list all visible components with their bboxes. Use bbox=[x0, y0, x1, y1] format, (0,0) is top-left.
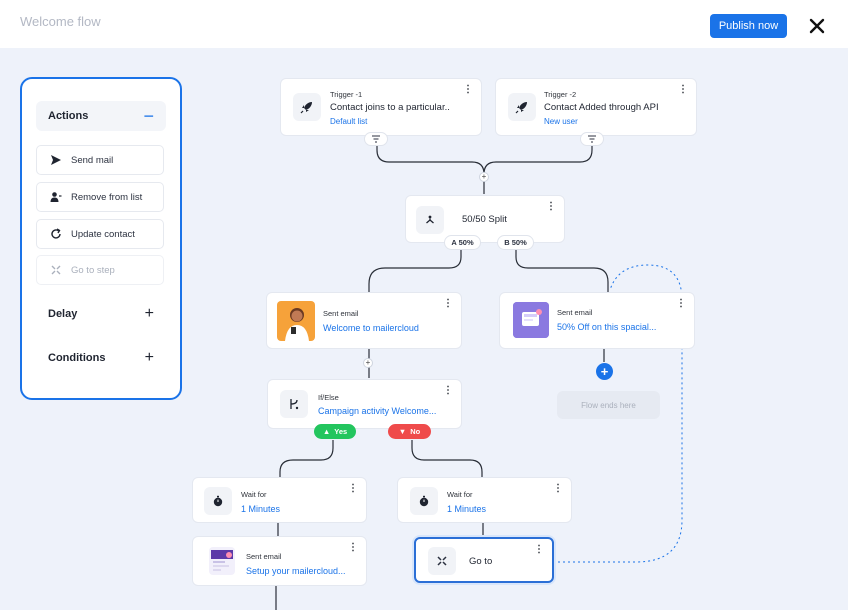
goto-icon bbox=[49, 263, 63, 277]
update-contact-label: Update contact bbox=[71, 228, 135, 240]
email-thumbnail bbox=[277, 301, 315, 341]
email-b-kicker: Sent email bbox=[557, 308, 593, 317]
no-branch-badge[interactable]: ▼ No bbox=[388, 424, 431, 439]
branch-icon bbox=[280, 390, 308, 418]
delay-section-label: Delay bbox=[48, 308, 78, 320]
split-icon bbox=[416, 206, 444, 234]
collapse-icon[interactable]: − bbox=[143, 106, 154, 126]
yes-branch-badge[interactable]: ▲ Yes bbox=[314, 424, 356, 439]
trigger-1-title: Contact joins to a particular.. bbox=[330, 102, 450, 113]
timer-icon bbox=[204, 487, 232, 515]
trigger-2-card[interactable]: Trigger -2 Contact Added through API New… bbox=[495, 78, 697, 136]
wait-no-link[interactable]: 1 Minutes bbox=[447, 504, 487, 514]
trigger-1-kicker: Trigger -1 bbox=[330, 90, 363, 99]
refresh-icon bbox=[49, 227, 63, 241]
flow-ends-label: Flow ends here bbox=[557, 391, 660, 419]
email-a-kicker: Sent email bbox=[323, 309, 359, 318]
delay-section-header[interactable]: Delay + bbox=[36, 299, 166, 329]
wait-yes-card[interactable]: Wait for 1 Minutes ⋮ bbox=[192, 477, 367, 523]
remove-from-list-label: Remove from list bbox=[71, 191, 143, 203]
conditions-section-label: Conditions bbox=[48, 352, 106, 364]
rocket-icon bbox=[293, 93, 321, 121]
add-step-button[interactable]: + bbox=[363, 358, 373, 368]
expand-icon[interactable]: + bbox=[144, 349, 154, 366]
if-else-link[interactable]: Campaign activity Welcome... bbox=[318, 406, 437, 416]
actions-section-header[interactable]: Actions − bbox=[36, 101, 166, 131]
add-step-button[interactable]: + bbox=[479, 172, 489, 182]
actions-panel: Actions − Send mail Remove from list Upd… bbox=[20, 77, 182, 400]
send-mail-label: Send mail bbox=[71, 154, 114, 166]
remove-from-list-action[interactable]: Remove from list bbox=[36, 182, 164, 212]
thumbs-down-icon: ▼ bbox=[398, 427, 407, 436]
yes-label: Yes bbox=[334, 427, 348, 436]
more-icon[interactable]: ⋮ bbox=[348, 483, 358, 494]
more-icon[interactable]: ⋮ bbox=[443, 385, 453, 396]
email-c-kicker: Sent email bbox=[246, 552, 282, 561]
actions-section-label: Actions bbox=[48, 110, 89, 122]
expand-icon[interactable]: + bbox=[144, 305, 154, 322]
add-step-blue-button[interactable]: + bbox=[596, 363, 613, 380]
if-else-kicker: If/Else bbox=[318, 393, 339, 402]
split-b-badge[interactable]: B 50% bbox=[497, 235, 534, 250]
filter-icon[interactable] bbox=[580, 132, 604, 146]
more-icon[interactable]: ⋮ bbox=[676, 298, 686, 309]
conditions-section-header[interactable]: Conditions + bbox=[36, 343, 166, 373]
email-thumbnail bbox=[209, 547, 235, 575]
email-thumbnail bbox=[513, 302, 549, 338]
trigger-1-list[interactable]: Default list bbox=[330, 117, 368, 126]
more-icon[interactable]: ⋮ bbox=[546, 201, 556, 212]
close-icon[interactable] bbox=[806, 15, 828, 37]
thumbs-up-icon: ▲ bbox=[322, 427, 331, 436]
trigger-2-title: Contact Added through API bbox=[544, 102, 659, 113]
send-mail-action[interactable]: Send mail bbox=[36, 145, 164, 175]
go-to-step-action: Go to step bbox=[36, 255, 164, 285]
split-a-badge[interactable]: A 50% bbox=[444, 235, 481, 250]
send-email-a-card[interactable]: Sent email Welcome to mailercloud ⋮ bbox=[266, 292, 462, 349]
timer-icon bbox=[410, 487, 438, 515]
more-icon[interactable]: ⋮ bbox=[534, 544, 544, 555]
trigger-1-card[interactable]: Trigger -1 Contact joins to a particular… bbox=[280, 78, 482, 136]
go-to-card[interactable]: Go to ⋮ bbox=[414, 537, 554, 583]
go-to-step-label: Go to step bbox=[71, 264, 115, 276]
trigger-2-list[interactable]: New user bbox=[544, 117, 578, 126]
send-email-c-card[interactable]: Sent email Setup your mailercloud... ⋮ bbox=[192, 536, 367, 586]
top-bar: Welcome flow Publish now bbox=[0, 0, 848, 48]
if-else-card[interactable]: If/Else Campaign activity Welcome... ⋮ bbox=[267, 379, 462, 429]
wait-yes-link[interactable]: 1 Minutes bbox=[241, 504, 281, 514]
more-icon[interactable]: ⋮ bbox=[348, 542, 358, 553]
split-title: 50/50 Split bbox=[462, 214, 507, 225]
email-b-link[interactable]: 50% Off on this spacial... bbox=[557, 322, 657, 332]
wait-no-card[interactable]: Wait for 1 Minutes ⋮ bbox=[397, 477, 572, 523]
rocket-icon bbox=[508, 93, 536, 121]
remove-user-icon bbox=[49, 190, 63, 204]
more-icon[interactable]: ⋮ bbox=[443, 298, 453, 309]
trigger-2-kicker: Trigger -2 bbox=[544, 90, 577, 99]
update-contact-action[interactable]: Update contact bbox=[36, 219, 164, 249]
filter-icon[interactable] bbox=[364, 132, 388, 146]
send-icon bbox=[49, 153, 63, 167]
split-card[interactable]: 50/50 Split ⋮ bbox=[405, 195, 565, 243]
no-label: No bbox=[410, 427, 421, 436]
publish-button[interactable]: Publish now bbox=[710, 14, 787, 38]
go-to-title: Go to bbox=[469, 556, 493, 567]
goto-icon bbox=[428, 547, 456, 575]
more-icon[interactable]: ⋮ bbox=[463, 84, 473, 95]
email-c-link[interactable]: Setup your mailercloud... bbox=[246, 566, 346, 576]
send-email-b-card[interactable]: Sent email 50% Off on this spacial... ⋮ bbox=[499, 292, 695, 349]
wait-no-kicker: Wait for bbox=[447, 490, 473, 499]
more-icon[interactable]: ⋮ bbox=[678, 84, 688, 95]
more-icon[interactable]: ⋮ bbox=[553, 483, 563, 494]
wait-yes-kicker: Wait for bbox=[241, 490, 267, 499]
flow-title: Welcome flow bbox=[20, 14, 101, 29]
email-a-link[interactable]: Welcome to mailercloud bbox=[323, 323, 419, 333]
